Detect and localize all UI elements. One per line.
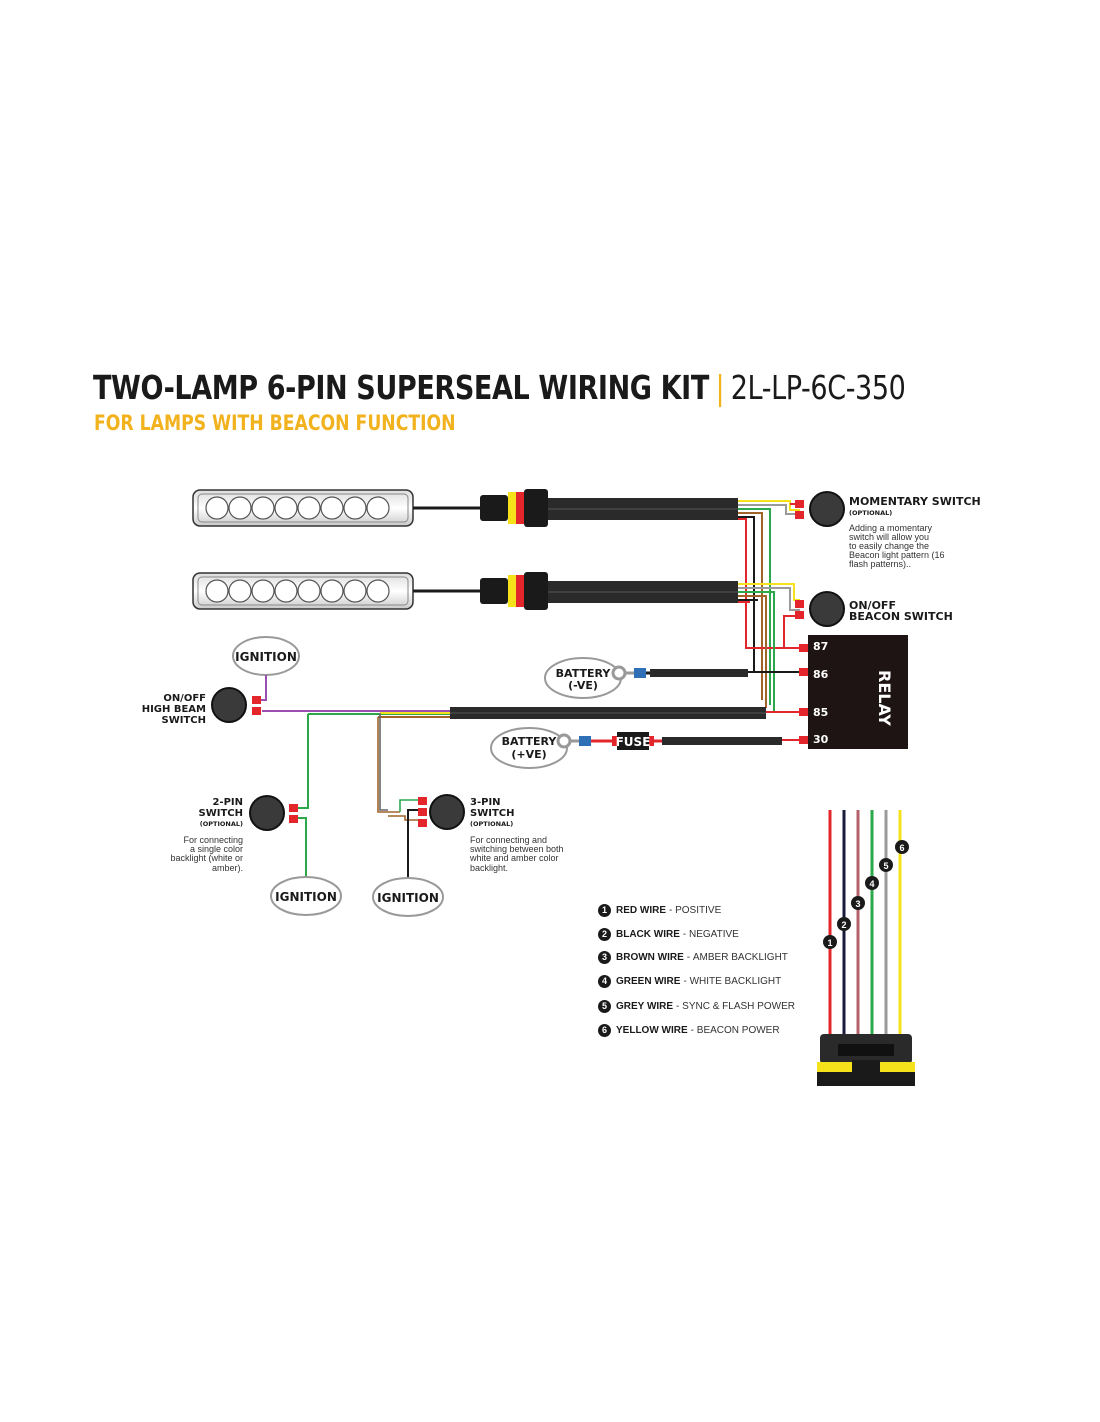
legend-number: 5 — [598, 999, 611, 1013]
page-title: TWO-LAMP 6-PIN SUPERSEAL WIRING KIT|2L-L… — [93, 368, 906, 407]
three-pin-desc-3: white and amber color — [469, 853, 559, 863]
momentary-switch — [795, 491, 845, 527]
main-harness-wires — [262, 710, 776, 718]
battery-positive-bubble — [490, 727, 568, 769]
title-code: 2L-LP-6C-350 — [730, 368, 906, 407]
momentary-desc-4: Beacon light pattern (16 — [849, 550, 945, 560]
badge-1: 1 — [827, 938, 832, 948]
two-pin-line1: 2-PIN — [212, 797, 243, 808]
relay-label: RELAY — [875, 670, 894, 726]
badge-4: 4 — [869, 879, 874, 889]
three-pin-switch — [418, 794, 465, 830]
badge-2: 2 — [841, 920, 846, 930]
superseal-connector-detail — [817, 810, 915, 1086]
high-beam-line1: ON/OFF — [163, 693, 206, 704]
three-pin-line2: SWITCH — [470, 808, 514, 819]
three-pin-optional: (OPTIONAL) — [470, 820, 513, 828]
battery-neg-line1: BATTERY — [556, 667, 612, 680]
legend-number: 3 — [598, 950, 611, 964]
legend-number: 2 — [598, 927, 611, 941]
ignition-right-label: IGNITION — [377, 891, 439, 905]
lamp-bar-2 — [192, 572, 414, 610]
lamp-wire-bundles — [738, 500, 800, 741]
legend-wire-name: BROWN WIRE — [616, 951, 684, 963]
legend-wire-desc: SYNC & FLASH POWER — [682, 1000, 795, 1012]
momentary-desc-2: switch will allow you — [849, 532, 929, 542]
legend-wire-name: BLACK WIRE — [616, 928, 680, 940]
high-beam-switch — [211, 687, 261, 723]
legend-wire-name: YELLOW WIRE — [616, 1024, 688, 1036]
momentary-desc-5: flash patterns).. — [849, 559, 911, 569]
battery-pos-line2: (+VE) — [511, 748, 546, 761]
relay-pin-86: 86 — [813, 668, 829, 681]
fuse-label: FUSE — [616, 735, 651, 749]
two-pin-line2: SWITCH — [199, 808, 243, 819]
relay-pin-30: 30 — [813, 733, 829, 746]
beacon-switch-line1: ON/OFF — [849, 599, 896, 612]
relay — [799, 635, 908, 749]
two-pin-desc-1: For connecting — [183, 835, 243, 845]
battery-negative-terminal — [611, 665, 748, 681]
badge-6: 6 — [899, 843, 904, 853]
momentary-desc-3: to easily change the — [849, 541, 929, 551]
legend-wire-desc: BEACON POWER — [696, 1024, 780, 1036]
detail-number-badges: 1 2 3 4 5 6 — [823, 840, 909, 949]
beacon-switch-line2: BEACON SWITCH — [849, 610, 953, 623]
ignition-left-bubble — [270, 876, 342, 916]
badge-5: 5 — [883, 861, 888, 871]
lamp-bar-1 — [192, 489, 414, 527]
legend-wire-name: GREY WIRE — [616, 1000, 674, 1012]
badge-3: 3 — [855, 899, 860, 909]
relay-pin-85: 85 — [813, 706, 828, 719]
legend-number: 1 — [598, 903, 611, 917]
momentary-switch-title: MOMENTARY SWITCH — [849, 495, 981, 508]
two-pin-desc-4: amber). — [212, 863, 243, 873]
legend-item: 2 BLACK WIRE- NEGATIVE — [598, 926, 739, 942]
legend-wire-desc: NEGATIVE — [689, 928, 739, 940]
beacon-switch — [795, 591, 845, 627]
legend-wire-name: GREEN WIRE — [616, 975, 681, 987]
lamp-1-connector — [480, 489, 548, 527]
two-pin-optional: (OPTIONAL) — [200, 820, 243, 828]
legend-item: 6 YELLOW WIRE- BEACON POWER — [598, 1022, 780, 1038]
title-main: TWO-LAMP 6-PIN SUPERSEAL WIRING KIT — [93, 368, 709, 407]
page-subtitle: FOR LAMPS WITH BEACON FUNCTION — [94, 411, 456, 435]
ignition-top-label: IGNITION — [235, 650, 297, 664]
legend-item: 5 GREY WIRE- SYNC & FLASH POWER — [598, 998, 795, 1014]
battery-neg-line2: (-VE) — [568, 679, 598, 692]
legend-number: 4 — [598, 974, 611, 988]
legend-item: 4 GREEN WIRE- WHITE BACKLIGHT — [598, 973, 781, 989]
battery-positive-terminal — [556, 732, 782, 750]
legend-item: 1 RED WIRE- POSITIVE — [598, 902, 721, 918]
legend-item: 3 BROWN WIRE- AMBER BACKLIGHT — [598, 949, 788, 965]
momentary-switch-optional: (OPTIONAL) — [849, 509, 892, 517]
three-pin-desc-1: For connecting and — [470, 835, 547, 845]
legend-wire-desc: AMBER BACKLIGHT — [692, 951, 788, 963]
legend-wire-name: RED WIRE — [616, 904, 666, 916]
ignition-left-label: IGNITION — [275, 890, 337, 904]
three-pin-switch-wires — [377, 713, 418, 878]
title-separator: | — [715, 368, 725, 407]
two-pin-desc-2: a single color — [190, 844, 243, 854]
legend-number: 6 — [598, 1023, 611, 1037]
two-pin-desc-3: backlight (white or — [170, 853, 243, 863]
two-pin-switch — [249, 795, 298, 831]
legend-wire-desc: WHITE BACKLIGHT — [689, 975, 782, 987]
high-beam-line2: HIGH BEAM — [142, 704, 206, 715]
momentary-desc-1: Adding a momentary — [849, 523, 933, 533]
lamp-2-connector — [480, 572, 548, 610]
relay-pin-87: 87 — [813, 640, 828, 653]
high-beam-line3: SWITCH — [162, 715, 206, 726]
legend-wire-desc: POSITIVE — [675, 904, 722, 916]
three-pin-desc-2: switching between both — [470, 844, 564, 854]
two-pin-switch-wires — [298, 714, 309, 877]
battery-pos-line1: BATTERY — [502, 735, 558, 748]
three-pin-line1: 3-PIN — [470, 797, 501, 808]
ignition-right-bubble — [372, 877, 444, 917]
three-pin-desc-4: backlight. — [470, 863, 508, 873]
